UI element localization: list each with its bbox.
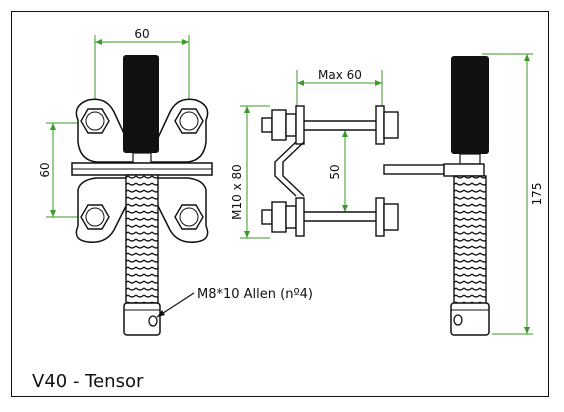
- dimension-overall-label: 175: [530, 183, 544, 206]
- tensor-nut: [123, 302, 161, 336]
- threaded-rod: [125, 174, 159, 304]
- allen-note: M8*10 Allen (nº4): [197, 287, 313, 302]
- dimension-left-height-label: 60: [38, 162, 52, 177]
- dimension-overall: [482, 53, 533, 335]
- dimension-top-width-label: 60: [134, 27, 149, 41]
- side-view: 175: [443, 53, 544, 336]
- hex-bolt-lower-left: [80, 204, 110, 230]
- dimension-bolt: [240, 105, 270, 239]
- figure-caption: V40 - Tensor: [32, 371, 144, 392]
- threaded-rod-side: [453, 175, 487, 305]
- clamp-bolt-upper: [261, 105, 399, 145]
- clamp-bolt-lower: [261, 197, 399, 237]
- hex-bolt-upper-left: [80, 108, 110, 134]
- dimension-clamp-max: [296, 70, 383, 110]
- hex-bolt-lower-right: [174, 204, 204, 230]
- v-clamp-plate: [274, 141, 305, 197]
- upper-bracket: [75, 98, 209, 163]
- lower-bracket: [75, 177, 209, 243]
- clamp-view: Max 60 M10 x 80 50: [230, 68, 445, 239]
- front-view: 60 60: [38, 27, 313, 336]
- rubber-side: [451, 56, 489, 154]
- dimension-clamp-max-label: Max 60: [318, 68, 362, 82]
- dimension-inner-label: 50: [328, 164, 342, 179]
- drawing-frame: [11, 11, 549, 397]
- hex-bolt-upper-right: [174, 108, 204, 134]
- leader-arrow: [156, 292, 195, 318]
- rubber-top: [123, 55, 159, 153]
- tensor-nut-side: [450, 302, 490, 336]
- dimension-bolt-label: M10 x 80: [230, 164, 244, 220]
- bracket-arm: [383, 164, 445, 175]
